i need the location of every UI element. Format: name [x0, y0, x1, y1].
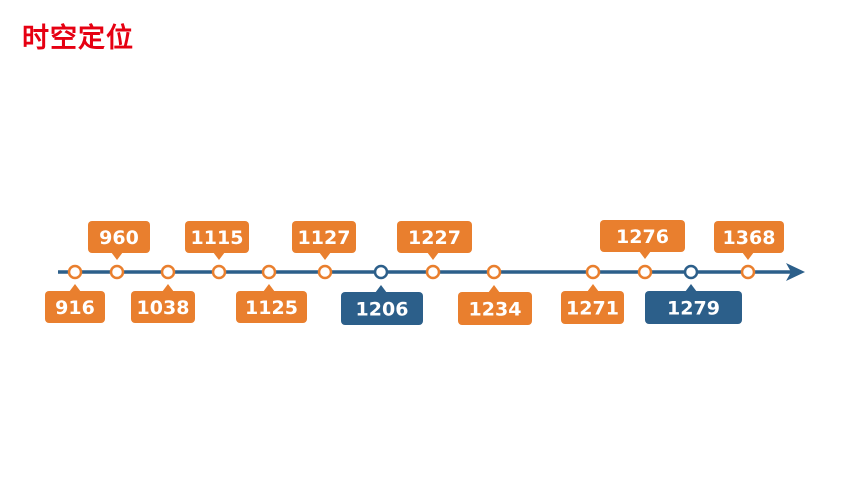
timeline-event: 1276 — [600, 220, 685, 280]
timeline-event: 1368 — [714, 221, 784, 280]
timeline-event: 1038 — [131, 264, 195, 323]
timeline-node — [373, 264, 389, 280]
timeline-node — [160, 264, 176, 280]
timeline-event: 1279 — [645, 264, 742, 324]
year-label-box — [561, 291, 624, 324]
year-label: 1234 — [469, 299, 522, 321]
timeline-event: 1125 — [236, 264, 307, 323]
year-label-pointer — [639, 251, 651, 259]
year-label-box — [341, 292, 423, 325]
year-label-box — [45, 291, 105, 323]
year-label-pointer — [427, 252, 439, 260]
year-label: 1279 — [667, 298, 720, 320]
year-label-box — [185, 221, 249, 253]
timeline-node — [109, 264, 125, 280]
year-label-pointer — [111, 252, 123, 260]
timeline-arrow — [786, 263, 805, 281]
year-label: 1271 — [566, 298, 619, 320]
year-label-box — [131, 291, 195, 323]
timeline-event: 960 — [88, 221, 150, 280]
year-label-box — [714, 221, 784, 253]
timeline-event: 1234 — [458, 264, 532, 325]
year-label: 1206 — [356, 299, 409, 321]
year-label: 1038 — [137, 297, 190, 319]
year-label: 1227 — [408, 227, 461, 249]
timeline-node — [261, 264, 277, 280]
year-label: 1127 — [298, 227, 351, 249]
timeline-node — [486, 264, 502, 280]
year-label-box — [292, 221, 356, 253]
year-label-pointer — [488, 285, 500, 293]
timeline-event: 1127 — [292, 221, 356, 280]
year-label-box — [88, 221, 150, 253]
timeline-node — [637, 264, 653, 280]
year-label: 916 — [55, 297, 95, 319]
year-label-pointer — [213, 252, 225, 260]
year-label-pointer — [319, 252, 331, 260]
year-label: 960 — [99, 227, 139, 249]
timeline-node — [211, 264, 227, 280]
year-label: 1115 — [191, 227, 244, 249]
timeline-node — [585, 264, 601, 280]
timeline-event: 916 — [45, 264, 105, 323]
timeline-node — [425, 264, 441, 280]
year-label-box — [397, 221, 472, 253]
timeline-node — [317, 264, 333, 280]
year-label-pointer — [685, 284, 697, 292]
page-title: 时空定位 — [22, 23, 134, 54]
timeline-events: 916 960 1038 1115 1125 1127 1206 1227 1234 1271 12… — [45, 220, 784, 325]
year-label: 1368 — [723, 227, 776, 249]
timeline-event: 1227 — [397, 221, 472, 280]
year-label: 1276 — [616, 226, 669, 248]
year-label-box — [600, 220, 685, 252]
timeline-node — [740, 264, 756, 280]
timeline-event: 1115 — [185, 221, 249, 280]
year-label-pointer — [69, 284, 81, 292]
year-label-pointer — [162, 284, 174, 292]
year-label: 1125 — [245, 297, 298, 319]
timeline-node — [67, 264, 83, 280]
timeline-event: 1206 — [341, 264, 423, 325]
year-label-box — [458, 292, 532, 325]
year-label-box — [645, 291, 742, 324]
year-label-pointer — [263, 284, 275, 292]
year-label-box — [236, 291, 307, 323]
timeline-node — [683, 264, 699, 280]
year-label-pointer — [742, 252, 754, 260]
year-label-pointer — [587, 284, 599, 292]
timeline-event: 1271 — [561, 264, 624, 324]
year-label-pointer — [375, 285, 387, 293]
